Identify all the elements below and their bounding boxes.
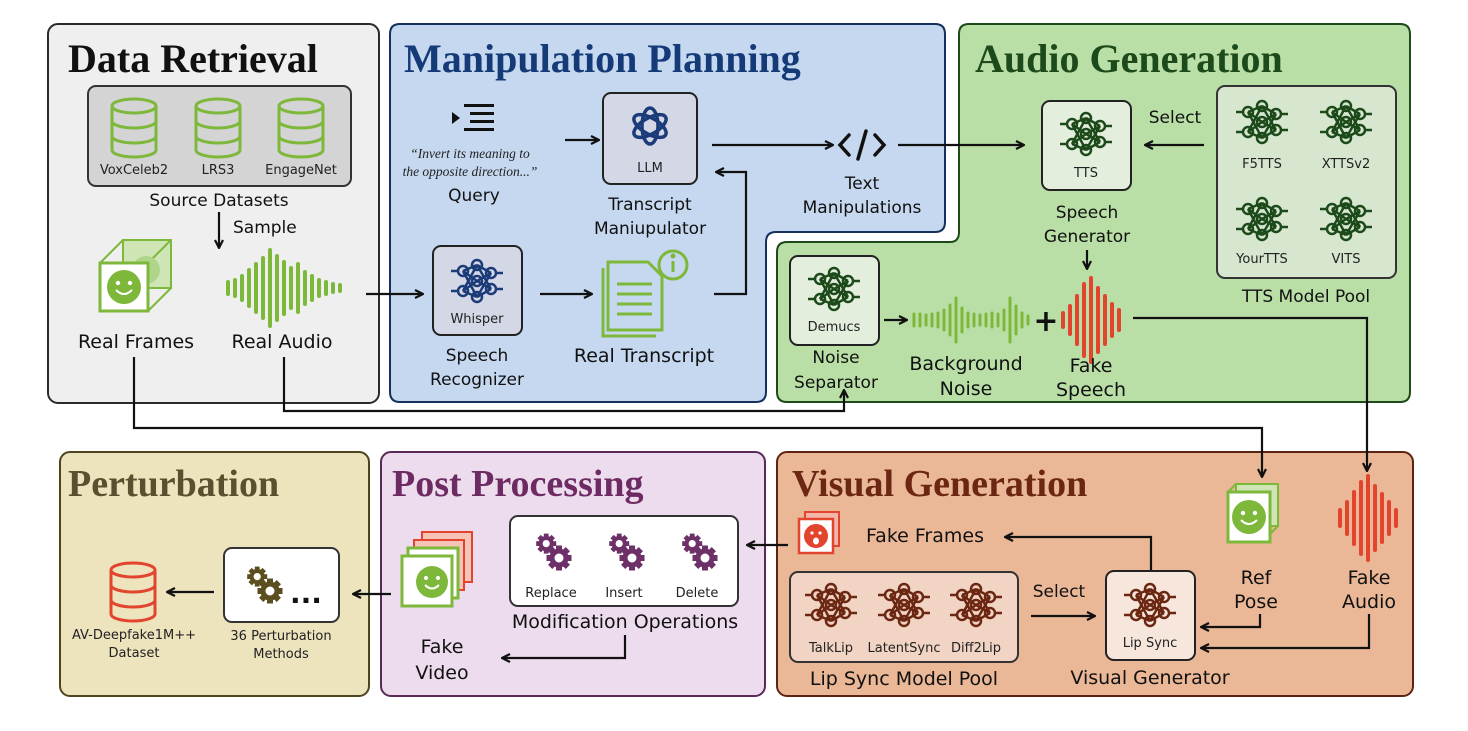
title-perturbation: Perturbation [68, 463, 279, 505]
fake-speech-line-2: Speech [1056, 379, 1126, 401]
model-label-vits: VITS [1332, 252, 1361, 267]
llm-openai-icon [632, 106, 668, 146]
perturbation-ellipsis: ... [290, 577, 322, 610]
tts-select-label: Select [1149, 108, 1202, 128]
lipsync-chip-label: Lip Sync [1123, 636, 1178, 651]
query-text-line-1: “Invert its meaning to [410, 146, 530, 161]
background-noise-line-2: Noise [940, 378, 993, 400]
ref-pose-line-1: Ref [1241, 567, 1273, 589]
perturbation-methods-line-2: Methods [253, 647, 309, 662]
visual-generator-label: Visual Generator [1070, 667, 1229, 689]
output-dataset-line-2: Dataset [109, 646, 160, 661]
op-label-replace: Replace [525, 586, 576, 601]
demucs-chip-label: Demucs [808, 320, 861, 335]
ref-pose-to-lipsync-arrow [1202, 614, 1262, 627]
fake-video-line-2: Video [415, 662, 468, 684]
plus-symbol: + [1033, 304, 1058, 339]
fake-speech-waveform-icon [1061, 276, 1121, 364]
lipsync-model-pool-label: Lip Sync Model Pool [810, 668, 998, 690]
model-label-diff2lip: Diff2Lip [951, 641, 1001, 656]
whisper-chip [432, 245, 523, 336]
fake-video-line-1: Fake [421, 636, 464, 658]
fake-audio-to-lipsync-arrow [1202, 614, 1371, 648]
llm-chip-label: LLM [637, 161, 663, 176]
real-audio-waveform-icon [226, 248, 342, 328]
fake-audio-line-1: Fake [1348, 567, 1391, 589]
title-manipulation-planning: Manipulation Planning [404, 36, 801, 81]
panel-perturbation [59, 451, 370, 697]
speech-generator-line-1: Speech [1056, 203, 1119, 223]
panel-manipulation-planning [389, 23, 946, 403]
op-label-delete: Delete [676, 586, 719, 601]
dataset-label-lrs3: LRS3 [202, 163, 235, 178]
model-label-yourtts: YourTTS [1235, 252, 1288, 267]
transcript-manipulator-line-2: Maniupulator [594, 219, 706, 239]
background-noise-waveform-icon [912, 296, 1030, 344]
tts-chip-label: TTS [1073, 166, 1098, 181]
fake-frames-icon [797, 511, 840, 555]
real-audio-label: Real Audio [231, 331, 332, 353]
fake-video-stack-icon [400, 531, 473, 608]
model-label-latentsync: LatentSync [868, 641, 941, 656]
text-manipulations-line-1: Text [844, 174, 880, 194]
transcript-document-icon [601, 249, 689, 338]
model-label-talklip: TalkLip [808, 641, 853, 656]
model-label-f5tts: F5TTS [1242, 157, 1282, 172]
query-list-icon [452, 104, 494, 131]
transcript-manipulator-line-1: Transcript [607, 195, 692, 215]
fake-audio-waveform-icon [1338, 474, 1398, 562]
output-dataset-line-1: AV-Deepfake1M++ [72, 628, 196, 643]
perturbation-methods-line-1: 36 Perturbation [230, 629, 331, 644]
transcript-to-llm-arrow [714, 172, 748, 296]
ops-to-fake-video-arrow [503, 635, 627, 658]
fake-speech-to-fake-audio-arrow [1133, 316, 1367, 470]
fake-frames-label: Fake Frames [866, 525, 984, 547]
modification-ops-label: Modification Operations [512, 611, 738, 633]
real-audio-to-separator-arrow [282, 357, 844, 413]
noise-separator-line-1: Noise [812, 348, 859, 368]
fake-speech-line-1: Fake [1070, 355, 1113, 377]
ref-pose-line-2: Pose [1234, 591, 1278, 613]
whisper-chip-label: Whisper [450, 312, 504, 327]
background-noise-line-1: Background [909, 353, 1022, 375]
dataset-label-engagenet: EngageNet [265, 163, 337, 178]
speech-recognizer-line-1: Speech [446, 346, 509, 366]
lipsync-select-label: Select [1033, 582, 1086, 602]
title-visual-generation: Visual Generation [792, 463, 1087, 505]
text-manipulations-line-2: Manipulations [803, 198, 922, 218]
title-data-retrieval: Data Retrieval [68, 36, 318, 81]
speech-generator-line-2: Generator [1044, 227, 1130, 247]
speech-recognizer-line-2: Recognizer [430, 370, 524, 390]
perturbation-methods-box [223, 547, 340, 623]
code-icon [837, 129, 887, 161]
fake-audio-line-2: Audio [1342, 591, 1396, 613]
title-audio-generation: Audio Generation [975, 36, 1283, 81]
query-text-line-2: the opposite direction...” [403, 164, 538, 179]
llm-chip [602, 92, 698, 185]
op-label-insert: Insert [605, 586, 642, 601]
real-frames-label: Real Frames [78, 331, 194, 353]
lipsync-to-fake-frames-arrow [1006, 537, 1153, 572]
noise-separator-line-2: Separator [794, 373, 878, 393]
source-datasets-label: Source Datasets [149, 191, 288, 211]
query-label: Query [448, 186, 500, 206]
real-transcript-label: Real Transcript [574, 345, 714, 367]
sample-label: Sample [233, 218, 297, 238]
ref-pose-icon [1226, 483, 1279, 544]
tts-model-pool-label: TTS Model Pool [1241, 287, 1370, 307]
real-frames-icon [98, 239, 172, 313]
dataset-label-voxceleb2: VoxCeleb2 [100, 163, 168, 178]
model-label-xttsv2: XTTSv2 [1322, 157, 1371, 172]
real-frames-to-ref-pose-arrow [132, 357, 1262, 476]
title-post-processing: Post Processing [392, 463, 644, 505]
